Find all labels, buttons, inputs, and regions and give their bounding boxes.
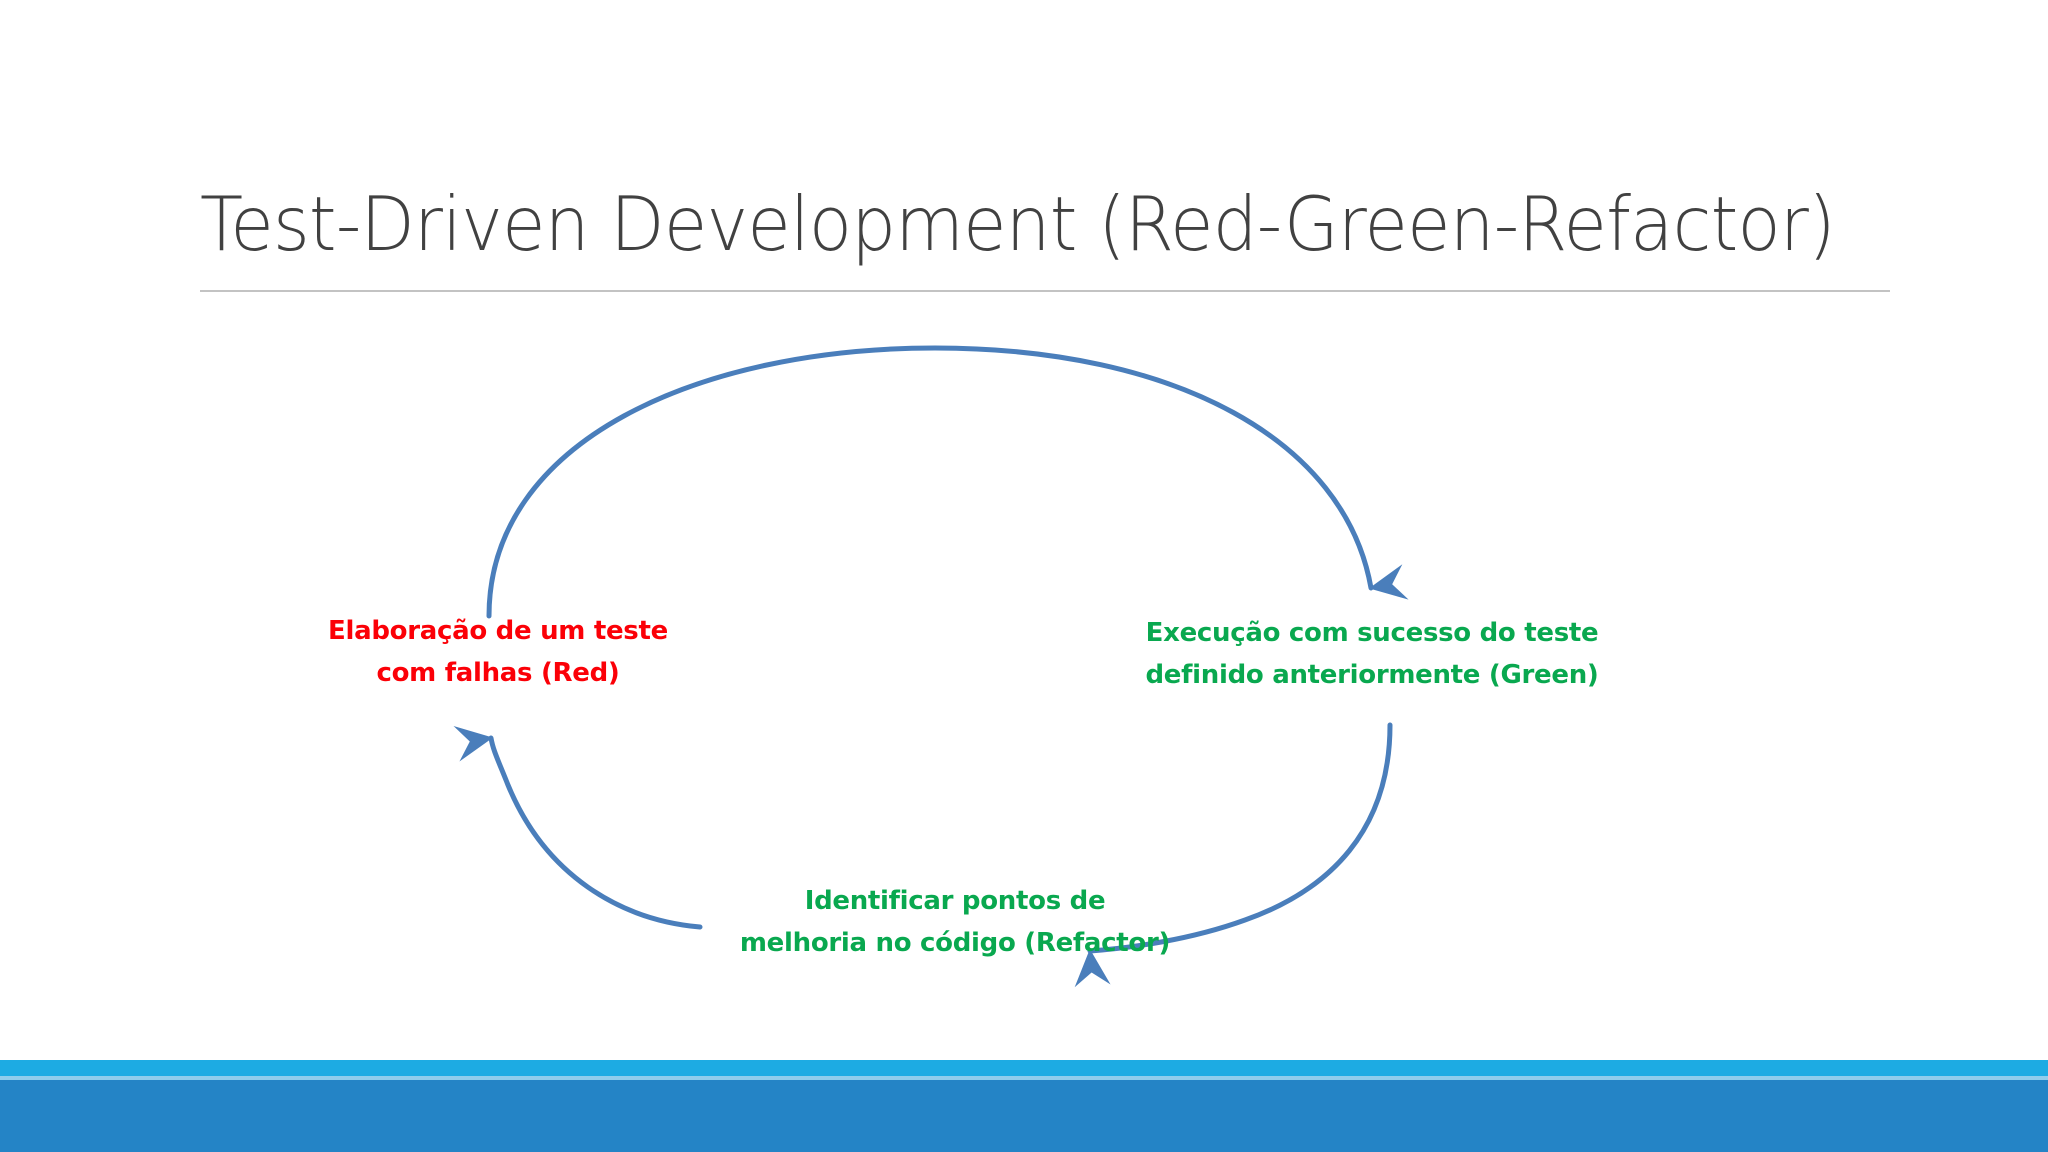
cycle-node-green-line1: Execução com sucesso do teste xyxy=(1145,618,1599,648)
title-block: Test-Driven Development (Red-Green-Refac… xyxy=(200,178,1890,296)
footer-stripe-light xyxy=(0,1060,2048,1076)
cycle-node-red-line2: com falhas (Red) xyxy=(376,658,620,688)
arrow-red-to-green xyxy=(486,345,1409,619)
footer-bars xyxy=(0,1060,2048,1152)
cycle-node-green-line2: definido anteriormente (Green) xyxy=(1145,660,1599,690)
footer-stripe-gap xyxy=(0,1076,2048,1080)
cycle-node-refactor-line2: melhoria no código (Refactor) xyxy=(739,928,1171,958)
cycle-node-red: Elaboração de um teste com falhas (Red) xyxy=(248,610,748,694)
cycle-node-red-line1: Elaboração de um teste xyxy=(328,616,668,646)
footer-stripe-main xyxy=(0,1080,2048,1152)
arrow-green-to-refactor xyxy=(1074,722,1393,988)
cycle-node-refactor: Identificar pontos de melhoria no código… xyxy=(675,880,1235,964)
page-title: Test-Driven Development (Red-Green-Refac… xyxy=(200,180,1836,268)
arrow-refactor-to-red xyxy=(453,726,703,930)
cycle-node-green: Execução com sucesso do teste definido a… xyxy=(1092,612,1652,696)
cycle-node-refactor-line1: Identificar pontos de xyxy=(804,886,1106,916)
tdd-cycle-diagram: Elaboração de um teste com falhas (Red) … xyxy=(0,330,2048,1030)
title-divider xyxy=(200,290,1890,292)
cycle-arrows-group xyxy=(453,345,1409,988)
